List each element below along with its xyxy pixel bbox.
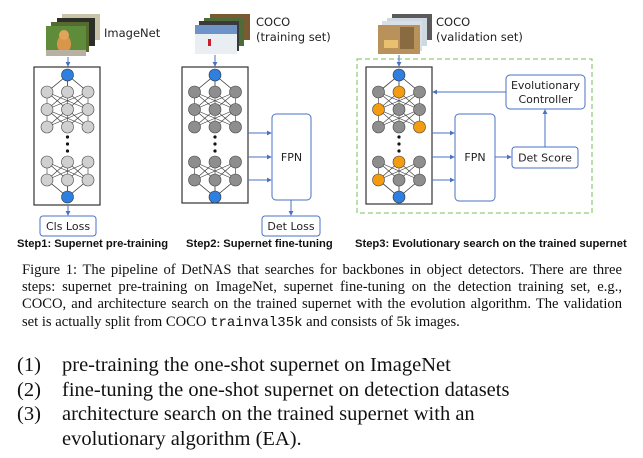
step3-dataset-images (378, 14, 432, 54)
input-node (392, 68, 406, 82)
det-loss-box (261, 215, 321, 237)
selected-node (372, 103, 385, 116)
ellipsis-dot (397, 142, 401, 146)
steps-list: (1)pre-training the one-shot supernet on… (17, 353, 582, 451)
supernet-node (229, 155, 242, 169)
selected-node (413, 120, 426, 134)
ellipsis-dot (397, 135, 401, 139)
ellipsis-dot (213, 135, 217, 139)
controller-label-line2: Controller (518, 93, 573, 106)
ellipsis-dot (397, 149, 401, 153)
supernet-node (392, 173, 406, 187)
supernet-node (81, 155, 95, 169)
caption-code: trainval35k (210, 314, 303, 331)
caption-text-end: and consists of 5k images. (302, 313, 460, 330)
selected-node (392, 85, 406, 99)
input-node (208, 68, 222, 82)
step2-supernet (188, 68, 242, 204)
step2-dataset-images (195, 14, 250, 54)
controller-label-line1: Evolutionary (511, 79, 581, 92)
supernet-node (372, 120, 385, 134)
det-score-label: Det Score (518, 152, 572, 165)
supernet-node (40, 173, 54, 187)
step1-caption: Step1: Supernet pre-training (17, 238, 169, 250)
supernet-node (392, 103, 406, 116)
step3-dataset-label-line2: (validation set) (436, 30, 523, 44)
step2-dataset-label-line1: COCO (256, 15, 290, 29)
selected-node (372, 173, 385, 187)
step3-supernet (372, 68, 426, 204)
supernet-node (188, 103, 201, 116)
supernet-node (413, 85, 426, 99)
ellipsis-dot (65, 135, 70, 139)
supernet-node (229, 173, 242, 187)
detnas-pipeline-figure: ImageNet Cls Loss COCO (training set) FP… (33, 14, 593, 237)
supernet-node (392, 120, 406, 134)
step2-fpn-label: FPN (281, 151, 302, 164)
supernet-node (61, 85, 74, 99)
step3-fpn-label: FPN (464, 151, 485, 164)
supernet-node (229, 120, 242, 134)
step3-dataset-label-line1: COCO (436, 15, 470, 29)
step1-dataset-images (46, 14, 100, 56)
supernet-node (40, 155, 54, 169)
figure-caption: Figure 1: The pipeline of DetNAS that se… (22, 262, 622, 332)
supernet-node (413, 173, 426, 187)
step3-search-region (356, 58, 593, 214)
supernet-node (372, 85, 385, 99)
supernet-node (40, 120, 54, 134)
supernet-node (188, 155, 201, 169)
supernet-node (208, 173, 222, 187)
supernet-node (229, 85, 242, 99)
ellipsis-dot (213, 149, 217, 153)
step3-caption: Step3: Evolutionary search on the traine… (355, 238, 627, 250)
list-item: (2)fine-tuning the one-shot supernet on … (17, 378, 510, 401)
supernet-node (40, 103, 54, 116)
step1-supernet (40, 68, 95, 204)
supernet-node (61, 120, 74, 134)
supernet-node (61, 103, 74, 116)
cls-loss-label: Cls Loss (46, 220, 90, 233)
supernet-node (61, 173, 74, 187)
supernet-node (81, 120, 95, 134)
supernet-node (61, 155, 74, 169)
step2-caption: Step2: Supernet fine-tuning (186, 238, 333, 250)
supernet-node (40, 85, 54, 99)
step1-dataset-label: ImageNet (104, 26, 161, 40)
supernet-node (188, 120, 201, 134)
ellipsis-dot (213, 142, 217, 146)
selected-node (392, 155, 406, 169)
supernet-node (413, 155, 426, 169)
supernet-node (81, 85, 95, 99)
output-node (61, 190, 74, 204)
supernet-node (208, 85, 222, 99)
cls-loss-box (39, 215, 97, 237)
output-node (208, 190, 222, 204)
det-loss-label: Det Loss (267, 220, 314, 233)
supernet-node (208, 120, 222, 134)
supernet-node (188, 173, 201, 187)
ellipsis-dot (65, 149, 70, 153)
output-node (392, 190, 406, 204)
ellipsis-dot (65, 142, 70, 146)
list-item: (3)architecture search on the trained su… (17, 403, 475, 450)
supernet-node (413, 103, 426, 116)
supernet-node (229, 103, 242, 116)
supernet-node (372, 155, 385, 169)
step2-dataset-label-line2: (training set) (256, 30, 331, 44)
caption-text: Figure 1: The pipeline of DetNAS that se… (22, 262, 622, 330)
supernet-node (208, 155, 222, 169)
supernet-node (81, 103, 95, 116)
supernet-node (81, 173, 95, 187)
input-node (61, 68, 74, 82)
list-item: (1)pre-training the one-shot supernet on… (17, 354, 451, 376)
supernet-node (188, 85, 201, 99)
supernet-node (208, 103, 222, 116)
